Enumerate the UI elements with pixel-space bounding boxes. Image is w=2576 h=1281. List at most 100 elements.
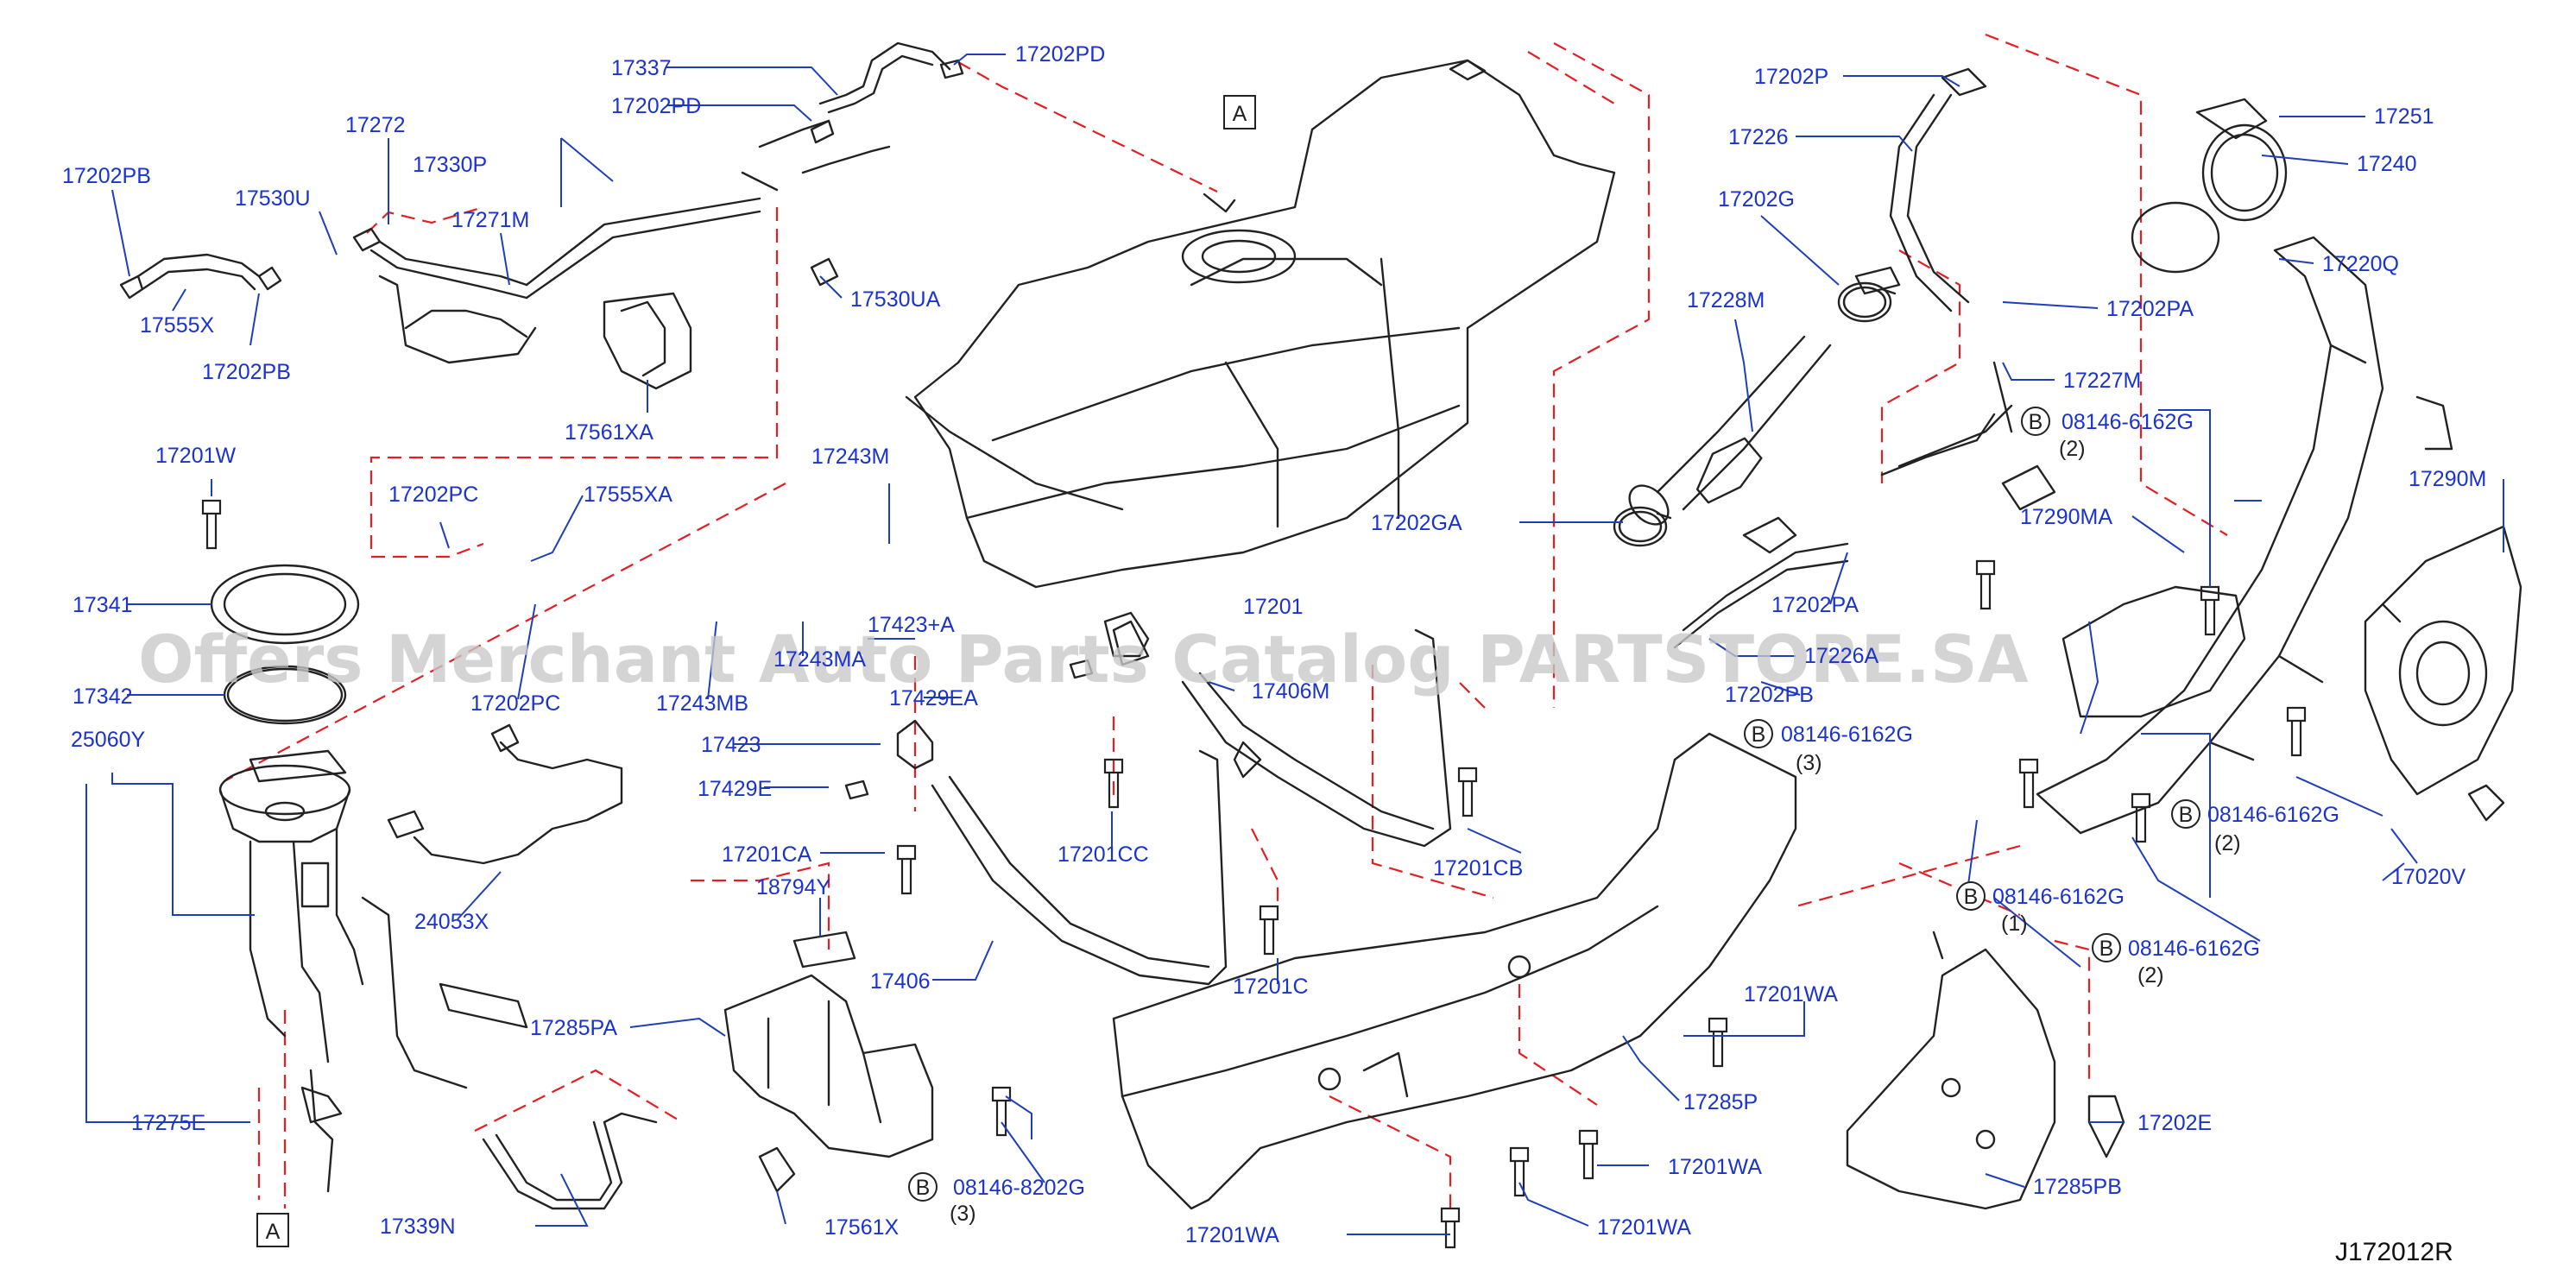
label-17202PB-top[interactable]: 17202PB	[62, 164, 151, 188]
label-24053X[interactable]: 24053X	[414, 910, 489, 934]
label-17202PB-left[interactable]: 17202PB	[202, 360, 291, 384]
qty-08146-6162G-center: (1)	[2001, 912, 2028, 936]
bolt-marker-5: B	[2092, 933, 2121, 962]
label-17201[interactable]: 17201	[1243, 595, 1304, 619]
label-17429EA[interactable]: 17429EA	[889, 686, 978, 710]
label-17275E[interactable]: 17275E	[131, 1111, 205, 1135]
label-17530UA[interactable]: 17530UA	[850, 287, 941, 312]
bolt	[1457, 767, 1478, 817]
label-17220Q[interactable]: 17220Q	[2322, 252, 2399, 276]
label-17561XA[interactable]: 17561XA	[565, 420, 653, 445]
bolt	[2131, 792, 2151, 843]
vent-tube	[482, 1112, 658, 1210]
label-17201CB[interactable]: 17201CB	[1433, 856, 1523, 880]
label-17201WA-bottom-right[interactable]: 17201WA	[1597, 1215, 1691, 1240]
bolt-marker-6: B	[908, 1172, 938, 1202]
part-labels: 17337 17202PD 17202PD 17272 17330P 17202…	[62, 42, 2486, 1247]
label-25060Y[interactable]: 25060Y	[71, 728, 146, 752]
label-17201WA-mid[interactable]: 17201WA	[1744, 982, 1838, 1006]
label-17406[interactable]: 17406	[870, 969, 931, 994]
qty-08146-8202G: (3)	[950, 1202, 976, 1226]
qty-08146-6162G-left: (3)	[1796, 751, 1822, 775]
label-08146-6162G-lower[interactable]: 08146-6162G	[2128, 937, 2260, 961]
canister-bracket	[723, 931, 934, 1193]
label-17228M[interactable]: 17228M	[1687, 288, 1765, 312]
label-17342[interactable]: 17342	[73, 685, 133, 709]
label-17330P[interactable]: 17330P	[413, 153, 487, 177]
label-17240[interactable]: 17240	[2357, 152, 2417, 176]
bolts	[201, 499, 2307, 1249]
ref-marker-top: A	[1223, 95, 1256, 129]
label-17201C[interactable]: 17201C	[1233, 975, 1309, 999]
label-17202E[interactable]: 17202E	[2137, 1111, 2212, 1135]
label-17201W[interactable]: 17201W	[155, 444, 237, 468]
label-17243MB[interactable]: 17243MB	[656, 691, 748, 716]
label-17272[interactable]: 17272	[345, 113, 406, 137]
label-17285P[interactable]: 17285P	[1683, 1090, 1758, 1114]
label-17337[interactable]: 17337	[611, 56, 672, 80]
label-18794Y[interactable]: 18794Y	[756, 875, 831, 899]
ref-marker-bottom-label: A	[266, 1220, 281, 1244]
label-17423[interactable]: 17423	[701, 733, 761, 757]
label-17226A[interactable]: 17226A	[1804, 644, 1879, 668]
label-17243MA[interactable]: 17243MA	[773, 647, 866, 672]
label-17201WA-bottom-left[interactable]: 17201WA	[1185, 1223, 1279, 1247]
label-17530U[interactable]: 17530U	[235, 186, 311, 211]
label-17202PD-top[interactable]: 17202PD	[1015, 42, 1105, 66]
heat-shield-pb	[1846, 931, 2056, 1210]
label-17429E[interactable]: 17429E	[698, 777, 772, 801]
bolt	[1440, 1207, 1461, 1249]
heat-shield	[1112, 732, 1797, 1210]
bolt-marker-2: B	[1744, 719, 1773, 748]
label-17202GA[interactable]: 17202GA	[1371, 511, 1462, 535]
label-17406M[interactable]: 17406M	[1252, 679, 1329, 704]
label-17423A[interactable]: 17423+A	[868, 613, 955, 637]
label-17202PC[interactable]: 17202PC	[470, 691, 560, 716]
bolt-marker-4-label: B	[1964, 885, 1979, 909]
hoses-upper-left	[119, 41, 964, 390]
label-17201WA-lower[interactable]: 17201WA	[1668, 1155, 1762, 1179]
label-17341[interactable]: 17341	[73, 593, 133, 617]
label-17202PA-top[interactable]: 17202PA	[2106, 297, 2194, 321]
bolt	[1708, 1017, 1728, 1068]
label-17202PA[interactable]: 17202PA	[1771, 593, 1859, 617]
bolt-marker-1: B	[2021, 407, 2050, 436]
label-17202PB-right[interactable]: 17202PB	[1725, 683, 1814, 707]
brackets	[844, 611, 1150, 800]
label-17561X[interactable]: 17561X	[824, 1215, 900, 1240]
label-17251[interactable]: 17251	[2374, 104, 2434, 129]
label-17290M[interactable]: 17290M	[2409, 467, 2486, 491]
filler-neck	[2036, 98, 2453, 835]
label-17555X[interactable]: 17555X	[140, 313, 215, 338]
label-17227M[interactable]: 17227M	[2063, 369, 2141, 393]
label-17285PA[interactable]: 17285PA	[530, 1016, 617, 1040]
label-17020V[interactable]: 17020V	[2391, 865, 2466, 889]
label-17226[interactable]: 17226	[1728, 125, 1789, 149]
label-08146-6162G-center[interactable]: 08146-6162G	[1992, 885, 2125, 909]
label-08146-6162G-right[interactable]: 08146-6162G	[2207, 803, 2339, 827]
bolt-marker-4: B	[1956, 881, 1986, 911]
label-17201CC[interactable]: 17201CC	[1058, 842, 1149, 867]
label-17202PD[interactable]: 17202PD	[611, 94, 701, 118]
label-17201CA[interactable]: 17201CA	[722, 842, 812, 867]
label-17243M[interactable]: 17243M	[811, 445, 889, 469]
drawing-code: J172012R	[2335, 1238, 2453, 1266]
label-08146-6162G-left[interactable]: 08146-6162G	[1781, 723, 1913, 747]
bolt	[2018, 758, 2039, 809]
label-17202P[interactable]: 17202P	[1754, 65, 1828, 89]
label-17555XA[interactable]: 17555XA	[584, 483, 672, 507]
label-17290MA[interactable]: 17290MA	[2020, 505, 2112, 529]
qty-08146-6162G-right: (2)	[2214, 831, 2241, 855]
label-17271M[interactable]: 17271M	[451, 208, 529, 232]
label-17339N[interactable]: 17339N	[380, 1215, 456, 1239]
quantity-notes: (2) (3) (2) (1) (2) (3)	[950, 437, 2241, 1226]
hidden-lines	[224, 33, 2228, 1208]
label-08146-6162G-top[interactable]: 08146-6162G	[2061, 410, 2194, 434]
label-17202PC-top[interactable]: 17202PC	[388, 483, 478, 507]
ref-marker-bottom: A	[256, 1213, 289, 1247]
label-17202G[interactable]: 17202G	[1718, 187, 1795, 211]
bolt	[1578, 1129, 1599, 1180]
bolt	[1509, 1146, 1530, 1197]
label-17285PB[interactable]: 17285PB	[2033, 1175, 2122, 1199]
label-08146-8202G[interactable]: 08146-8202G	[953, 1176, 1085, 1200]
